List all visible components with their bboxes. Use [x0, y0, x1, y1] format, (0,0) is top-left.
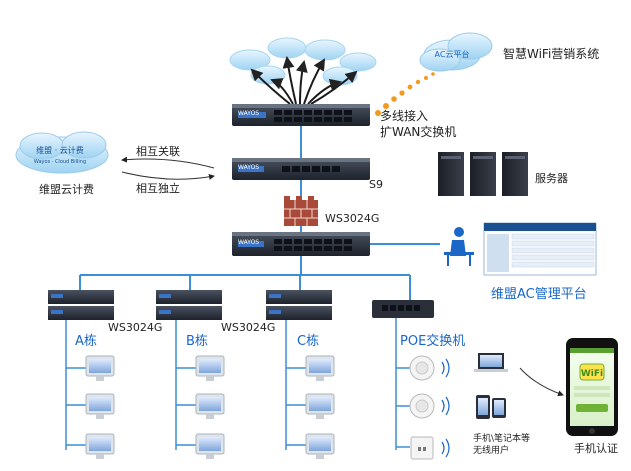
pc [305, 433, 335, 459]
wan-fan-arrows [250, 56, 358, 105]
ac-cloud-platform [419, 32, 493, 72]
mutual-link-label: 相互关联 [136, 145, 180, 158]
pc-drop-lines [65, 318, 410, 450]
ceiling-ap-2 [409, 393, 435, 419]
servers-label: 服务器 [535, 172, 568, 185]
ac-cloud-label: AC云平台 [435, 49, 470, 59]
ceiling-ap-1 [409, 355, 435, 381]
servers [438, 152, 528, 196]
wireless-users-label-1: 手机\笔记本等 [473, 434, 531, 444]
mutual-independent-label: 相互独立 [136, 182, 180, 195]
laptop-icon [474, 353, 508, 372]
wall-ap [410, 436, 434, 460]
wifi-signal-icons [441, 358, 450, 458]
pc [85, 355, 115, 381]
building-a-label: A栋 [75, 334, 97, 349]
cloud-billing-sub: Wayos · Cloud Billing [34, 159, 86, 165]
building-a-switch-label: WS3024G [108, 321, 163, 334]
wifi-badge-text: WiFi [581, 369, 603, 379]
wireless-users-label-2: 无线用户 [473, 446, 510, 456]
phone-auth-label: 手机认证 [574, 442, 618, 455]
pc [85, 433, 115, 459]
pc [195, 393, 225, 419]
multi-wan-switch [232, 104, 370, 126]
switch-brand-top: WAYOS [238, 110, 260, 117]
pc [305, 393, 335, 419]
orange-dotted-arc [375, 72, 435, 116]
internet-clouds [229, 37, 377, 86]
s9-router [232, 158, 370, 180]
smartphone-icon [476, 395, 490, 419]
cloud-billing-label: 维盟云计费 [39, 183, 94, 196]
multi-wan-label-1: 多线接入 [380, 109, 429, 123]
pc [195, 355, 225, 381]
switch-brand-core: WAYOS [238, 239, 260, 246]
ac-platform-label: 维盟AC管理平台 [491, 287, 587, 302]
wifi-marketing-label: 智慧WiFi营销系统 [503, 47, 600, 61]
s9-label: S9 [369, 178, 383, 191]
firewall [284, 196, 318, 226]
switch-building-a [48, 290, 114, 320]
poe-switch-label: POE交换机 [400, 334, 466, 349]
pc [195, 433, 225, 459]
switch-brand-s9: WAYOS [238, 164, 260, 171]
core-switch-label: WS3024G [325, 212, 380, 225]
distribution-lines [79, 256, 411, 300]
pc [85, 393, 115, 419]
building-c-label: C栋 [297, 334, 320, 349]
building-b-switch-label: WS3024G [221, 321, 276, 334]
pc-grid [85, 355, 335, 459]
building-b-label: B栋 [186, 334, 208, 349]
relation-arrows [121, 156, 215, 180]
pc [305, 355, 335, 381]
switch-building-c [266, 290, 332, 320]
auth-arrow [519, 367, 564, 397]
tablet-icon [492, 398, 506, 418]
admin-person [444, 227, 474, 266]
poe-switch [372, 300, 434, 318]
cloud-billing [15, 131, 109, 174]
phone-auth-device [566, 338, 618, 436]
switch-building-b [156, 290, 222, 320]
multi-wan-label-2: 扩WAN交换机 [380, 125, 457, 139]
cloud-billing-brand: 维盟 · 云计费 [36, 145, 84, 155]
core-switch [232, 232, 370, 256]
ac-management-screen [483, 222, 597, 276]
